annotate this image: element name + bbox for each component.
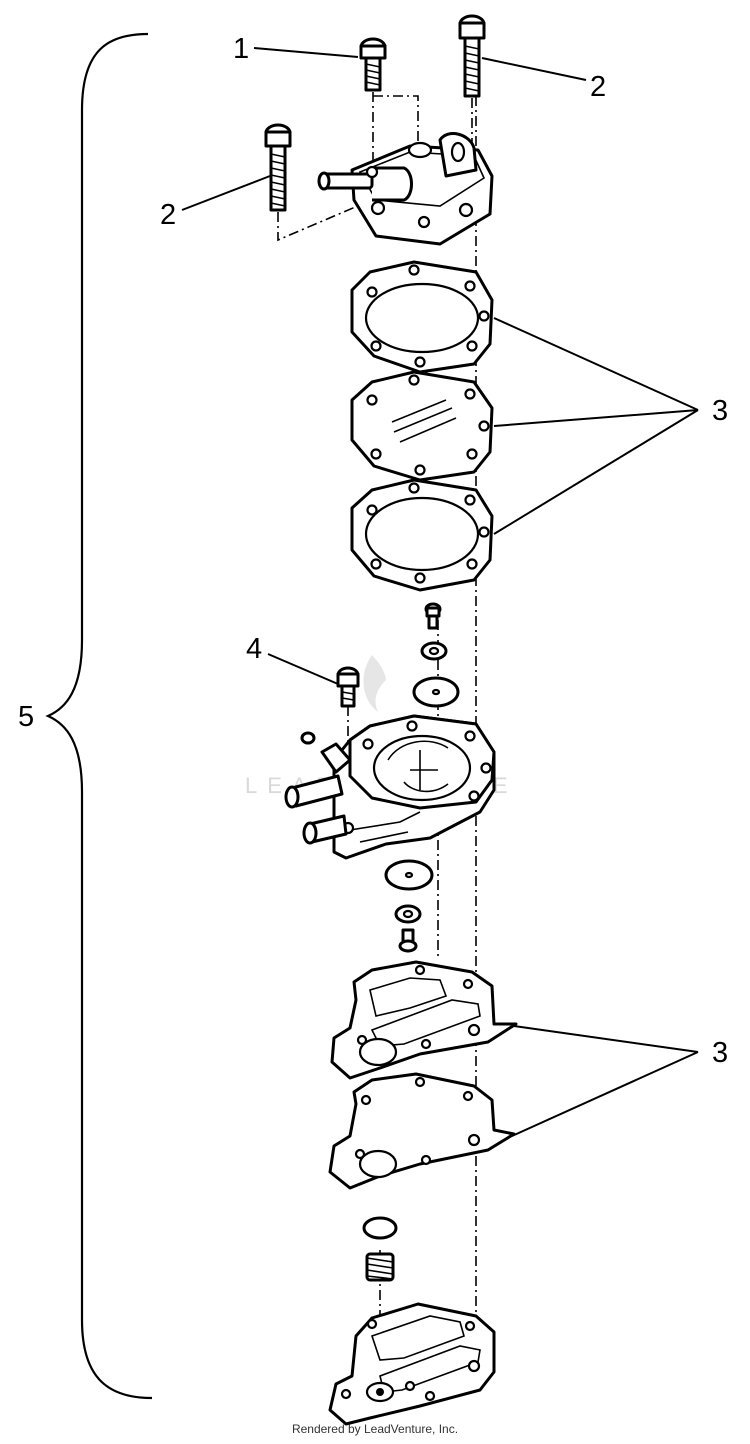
leader-2-right: [481, 57, 587, 81]
valve-disc-upper: [412, 676, 460, 708]
callout-1: 1: [233, 33, 249, 65]
assembly-brace: [45, 32, 153, 1400]
leader-4: [267, 653, 339, 685]
check-valve-disc: [362, 1216, 398, 1240]
valve-screw-upper: [424, 602, 442, 630]
gasket-ring-lower: [350, 478, 494, 592]
valve-screw-lower: [398, 928, 418, 953]
callout-2-right: 2: [590, 71, 606, 103]
valve-washer-lower: [394, 904, 422, 924]
callout-3-upper: 3: [712, 395, 728, 427]
callout-2-left: 2: [160, 199, 176, 231]
leader-3-upper: [493, 317, 699, 535]
screw-guide-lines: [277, 92, 473, 242]
gasket-plain-lower: [328, 1072, 516, 1190]
leader-1: [253, 47, 359, 58]
pump-diaphragm: [350, 370, 494, 482]
pump-cover: [317, 132, 494, 246]
valve-washer-upper: [420, 641, 448, 661]
callout-3-lower: 3: [712, 1037, 728, 1069]
gasket-ring-upper: [350, 260, 494, 374]
callout-5: 5: [18, 701, 34, 733]
gasket-channel-upper: [330, 960, 518, 1080]
valve-disc-lower: [384, 859, 434, 891]
leader-3-lower: [511, 1025, 699, 1137]
screw-1: [359, 37, 387, 92]
pump-base-plate: [328, 1302, 496, 1426]
pump-body: [284, 714, 496, 860]
screw-2-right: [458, 14, 486, 98]
screw-4: [336, 666, 360, 708]
check-valve-spring: [365, 1252, 395, 1282]
footer-credit: Rendered by LeadVenture, Inc.: [291, 1422, 459, 1436]
callout-4: 4: [246, 633, 262, 665]
screw-2-left: [264, 123, 292, 212]
leader-2-left: [181, 175, 271, 211]
